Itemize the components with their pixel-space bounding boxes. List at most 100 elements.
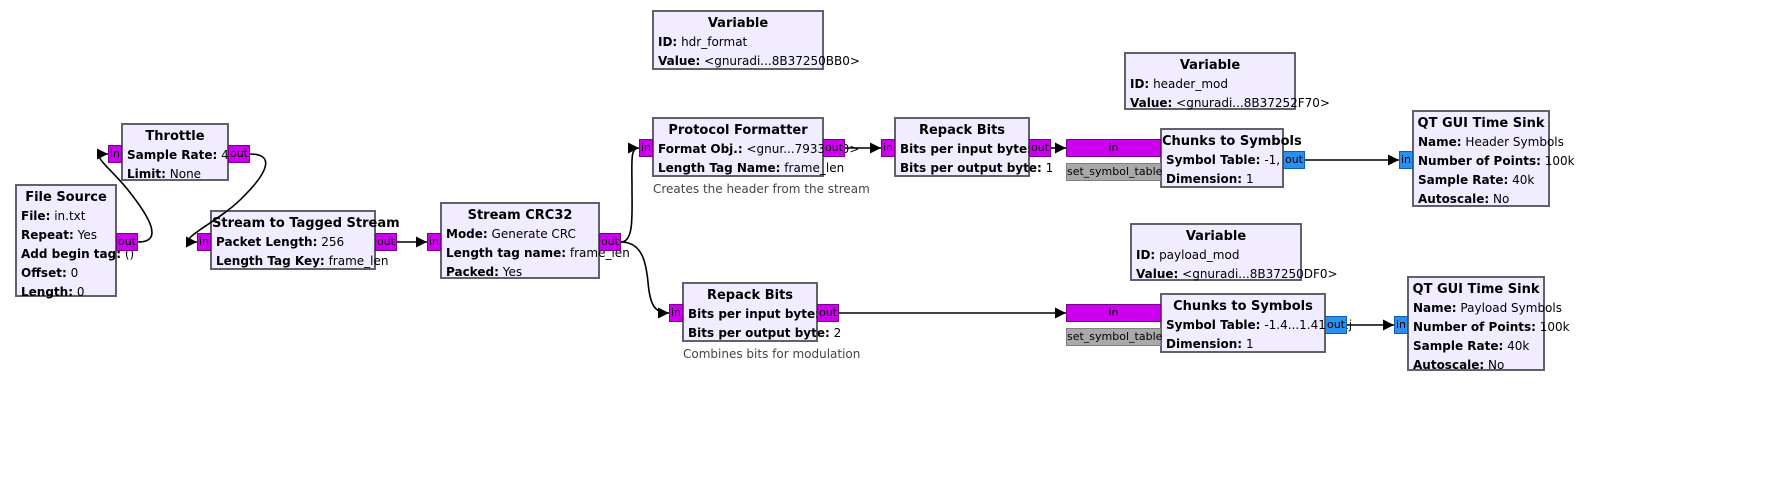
block-title: Chunks to Symbols (1162, 134, 1302, 149)
param-value: Generate CRC (491, 227, 576, 241)
param-value: <gnuradi...8B37250DF0> (1182, 267, 1338, 281)
chunks-bottom-set-symbol-table-port[interactable]: set_symbol_table (1066, 328, 1162, 346)
throttle-out-port[interactable]: out (228, 145, 250, 163)
param-key: File: (21, 209, 51, 223)
crc32-out-port[interactable]: out (599, 233, 621, 251)
param-key: Autoscale: (1418, 192, 1490, 206)
param-value: Header Symbols (1465, 135, 1564, 149)
qt-time-sink-payload-block[interactable]: QT GUI Time Sink Name: Payload Symbols N… (1407, 276, 1570, 372)
param-key: Packed: (446, 265, 499, 279)
file-source-out-port[interactable]: out (116, 233, 138, 251)
param-key: Length tag name: (446, 246, 567, 260)
file-source-block[interactable]: File Source File: in.txt Repeat: Yes Add… (15, 184, 134, 299)
repack-bottom-out-port[interactable]: out (817, 304, 839, 322)
repack-bottom-in-port[interactable]: in (669, 304, 683, 322)
param-key: Offset: (21, 266, 67, 280)
param-key: Symbol Table: (1166, 318, 1261, 332)
protocol-formatter-comment: Creates the header from the stream (653, 182, 870, 196)
block-title: QT GUI Time Sink (1412, 282, 1540, 297)
param-key: ID: (1130, 77, 1150, 91)
chunks-to-symbols-bottom-block[interactable]: Chunks to Symbols Symbol Table: -1.4...1… (1160, 293, 1352, 353)
param-value: hdr_format (681, 35, 748, 49)
param-key: Limit: (127, 167, 166, 181)
param-key: Number of Points: (1418, 154, 1541, 168)
crc32-in-port[interactable]: in (427, 233, 441, 251)
qt-time-sink-header-block[interactable]: QT GUI Time Sink Name: Header Symbols Nu… (1412, 110, 1575, 207)
block-title: Stream CRC32 (467, 208, 573, 223)
param-value: 1 (1245, 172, 1254, 186)
s2ts-in-port[interactable]: in (197, 233, 211, 251)
protocol-formatter-out-port[interactable]: out (823, 139, 845, 157)
param-key: Length: (21, 285, 73, 299)
param-value: 0 (76, 285, 85, 299)
block-title: File Source (25, 190, 107, 205)
param-key: Sample Rate: (127, 148, 218, 162)
block-title: Variable (1185, 229, 1247, 244)
param-key: Bits per input byte: (688, 307, 820, 321)
param-value: 100k (1544, 154, 1575, 168)
variable-hdr-format-block[interactable]: Variable ID: hdr_format Value: <gnuradi.… (652, 10, 860, 70)
param-key: Value: (1136, 267, 1179, 281)
wire-crc32-to-protocol-formatter[interactable] (620, 142, 640, 243)
throttle-in-port[interactable]: in (108, 145, 122, 163)
variable-header-mod-block[interactable]: Variable ID: header_mod Value: <gnuradi.… (1124, 52, 1330, 110)
param-key: Bits per output byte: (688, 326, 830, 340)
chunks-top-out-port[interactable]: out (1283, 151, 1305, 169)
param-value: No (1488, 358, 1505, 372)
param-key: Mode: (446, 227, 488, 241)
param-key: Value: (658, 54, 701, 68)
block-title: Variable (1179, 58, 1241, 73)
stream-to-tagged-stream-block[interactable]: Stream to Tagged Stream Packet Length: 2… (210, 210, 400, 270)
param-value: 100k (1539, 320, 1570, 334)
chunks-bottom-out-port[interactable]: out (1325, 316, 1347, 334)
param-value: 1 (1245, 337, 1254, 351)
param-value: () (124, 247, 135, 261)
param-value: in.txt (54, 209, 86, 223)
param-key: Sample Rate: (1418, 173, 1509, 187)
param-value: <gnuradi...8B37252F70> (1176, 96, 1330, 110)
sink-header-in-port[interactable]: in (1399, 151, 1413, 169)
protocol-formatter-block[interactable]: Protocol Formatter Format Obj.: <gnur...… (652, 117, 859, 177)
param-key: Add begin tag: (21, 247, 122, 261)
param-key: Bits per input byte: (900, 142, 1032, 156)
block-title: Variable (707, 16, 769, 31)
param-value: 1 (1045, 161, 1054, 175)
param-key: Length Tag Name: (658, 161, 781, 175)
param-key: ID: (658, 35, 678, 49)
repack-top-out-port[interactable]: out (1029, 139, 1051, 157)
block-title: Protocol Formatter (668, 123, 808, 138)
param-key: Dimension: (1166, 337, 1243, 351)
throttle-block[interactable]: Throttle Sample Rate: 40k Limit: None (121, 123, 243, 181)
param-value: frame_len (784, 161, 845, 175)
param-key: Packet Length: (216, 235, 318, 249)
protocol-formatter-in-port[interactable]: in (639, 139, 653, 157)
chunks-to-symbols-top-block[interactable]: Chunks to Symbols Symbol Table: -1, 1 Di… (1160, 128, 1302, 188)
param-key: Symbol Table: (1166, 153, 1261, 167)
param-key: Dimension: (1166, 172, 1243, 186)
repack-bits-top-block[interactable]: Repack Bits Bits per input byte: 8 Bits … (894, 117, 1053, 177)
stream-crc32-block[interactable]: Stream CRC32 Mode: Generate CRC Length t… (440, 202, 630, 279)
param-value: Yes (502, 265, 523, 279)
chunks-top-in-port[interactable]: in (1066, 139, 1161, 157)
s2ts-out-port[interactable]: out (375, 233, 397, 251)
param-value: No (1493, 192, 1510, 206)
chunks-bottom-in-port[interactable]: in (1066, 304, 1161, 322)
param-value: Yes (77, 228, 97, 242)
param-key: Bits per output byte: (900, 161, 1042, 175)
param-value: Payload Symbols (1460, 301, 1562, 315)
param-key: Number of Points: (1413, 320, 1536, 334)
sink-payload-in-port[interactable]: in (1394, 316, 1408, 334)
repack-bits-bottom-block[interactable]: Repack Bits Bits per input byte: 8 Bits … (682, 282, 841, 342)
variable-payload-mod-block[interactable]: Variable ID: payload_mod Value: <gnuradi… (1130, 223, 1338, 281)
param-value: 40k (1507, 339, 1530, 353)
param-value: 40k (1512, 173, 1535, 187)
param-key: Name: (1413, 301, 1457, 315)
block-title: Stream to Tagged Stream (212, 216, 400, 231)
chunks-top-set-symbol-table-port[interactable]: set_symbol_table (1066, 163, 1162, 181)
repack-bottom-comment: Combines bits for modulation (683, 347, 861, 361)
param-value: 0 (70, 266, 79, 280)
param-value: 256 (321, 235, 345, 249)
block-title: Throttle (145, 129, 205, 144)
repack-top-in-port[interactable]: in (881, 139, 895, 157)
